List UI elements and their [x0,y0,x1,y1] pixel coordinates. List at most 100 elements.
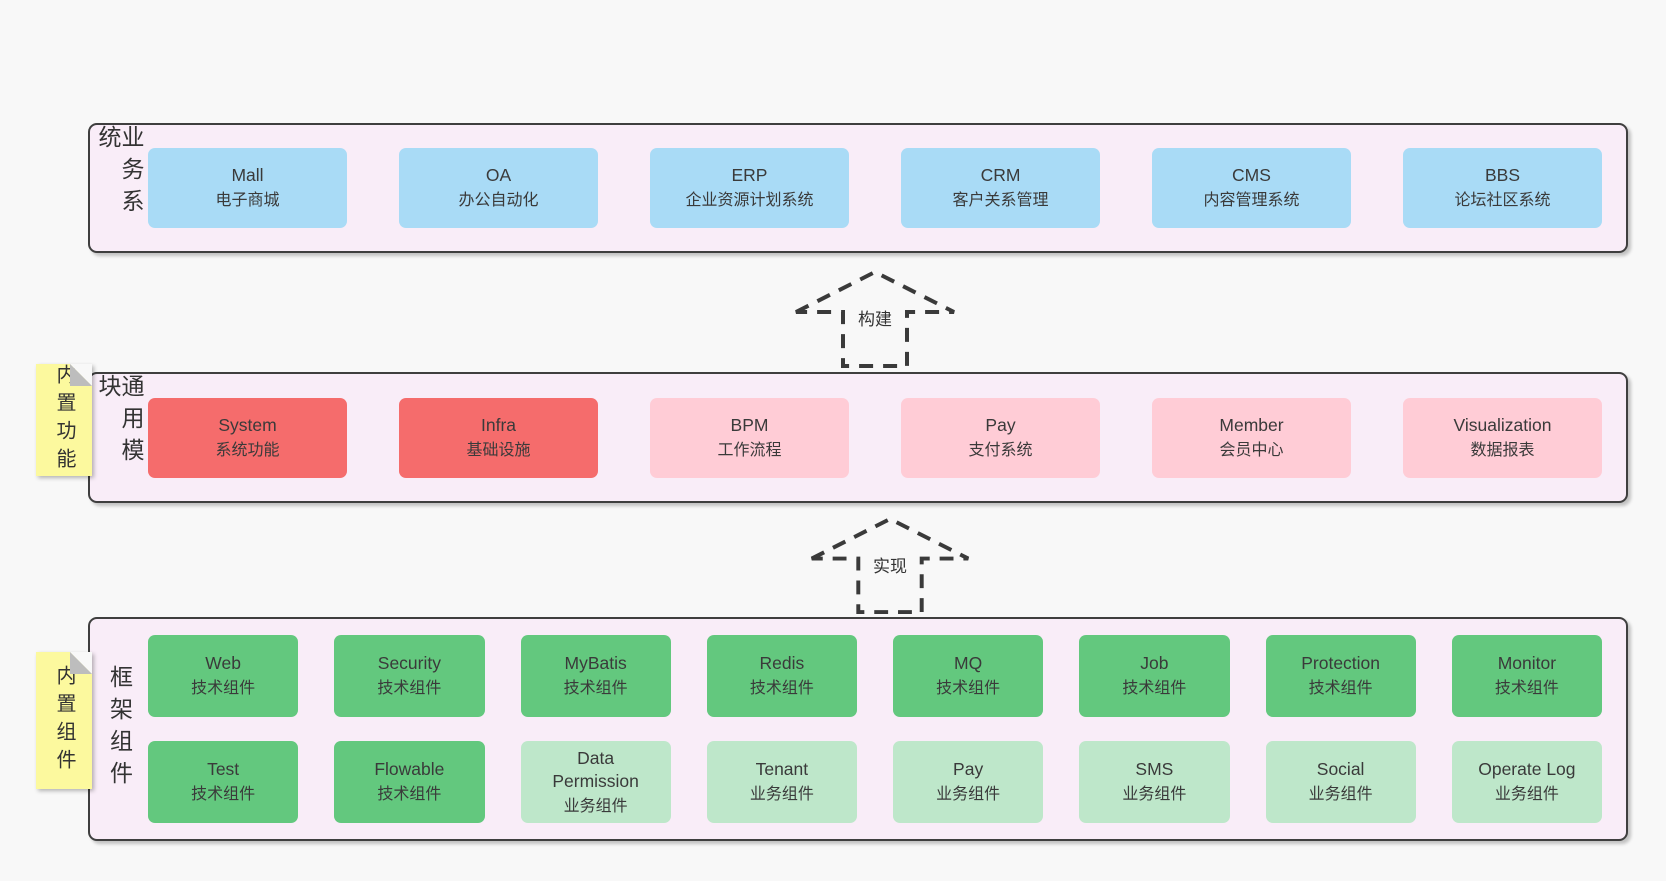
box-data-permission: Data Permission 业务组件 [520,740,671,824]
box-subtitle: 工作流程 [717,441,782,459]
box-crm: CRM 客户关系管理 [901,148,1100,228]
box-subtitle: 技术组件 [191,786,256,804]
box-security: Security 技术组件 [334,634,485,717]
box-subtitle: 基础设施 [466,441,531,459]
layer-label-text: 框架组件 [106,665,133,793]
box-cms: CMS 内容管理系统 [1152,148,1351,228]
box-operate-log: Operate Log 业务组件 [1451,740,1602,824]
box-subtitle: 内容管理系统 [1203,192,1300,210]
box-name: Test [207,759,240,780]
box-member: Member 会员中心 [1152,397,1351,478]
layer-label-framework-components: 框架组件 [90,619,148,839]
box-mybatis: MyBatis 技术组件 [520,634,671,717]
layer-common-modules: 通用模块 System 系统功能 Infra 基础设施 BPM 工作流程 Pay… [88,372,1628,503]
box-subtitle: 技术组件 [1308,679,1373,697]
box-web: Web 技术组件 [148,634,299,717]
box-name: Member [1219,414,1284,435]
box-name: MQ [954,652,983,673]
box-subtitle: 业务组件 [749,786,814,804]
box-subtitle: 数据报表 [1470,441,1535,459]
sticky-note-built-in-features: 内置功能 [36,364,92,476]
box-redis: Redis 技术组件 [706,634,857,717]
box-bbs: BBS 论坛社区系统 [1403,148,1602,228]
box-subtitle: 技术组件 [563,679,628,697]
box-name: Tenant [755,759,809,780]
box-subtitle: 技术组件 [377,679,442,697]
box-subtitle: 业务组件 [936,786,1001,804]
box-name: ERP [731,165,768,186]
box-subtitle: 业务组件 [1494,786,1559,804]
box-subtitle: 技术组件 [749,679,814,697]
box-subtitle: 技术组件 [377,786,442,804]
box-name: Security [377,652,441,673]
box-subtitle: 技术组件 [936,679,1001,697]
sticky-note-text: 内置组件 [53,664,75,777]
box-name: Pay [953,759,984,780]
dashed-up-arrow-icon [795,269,955,368]
box-flowable: Flowable 技术组件 [334,740,485,824]
common-modules-row: System 系统功能 Infra 基础设施 BPM 工作流程 Pay 支付系统… [148,374,1626,501]
box-system: System 系统功能 [148,397,347,478]
box-subtitle: 办公自动化 [458,192,539,210]
box-name: Infra [480,414,517,435]
box-subtitle: 支付系统 [968,441,1033,459]
box-mall: Mall 电子商城 [148,148,347,228]
layer-label-text: 业务系统 [95,125,144,221]
box-name: Monitor [1497,652,1557,673]
box-test: Test 技术组件 [148,740,299,824]
sticky-note-built-in-components: 内置组件 [36,652,92,789]
box-name: Web [205,652,241,673]
box-name: Operate Log [1478,759,1576,780]
box-subtitle: 业务组件 [563,797,628,815]
box-name: Job [1140,652,1169,673]
box-name: SMS [1135,759,1174,780]
box-name: BPM [730,414,769,435]
box-mq: MQ 技术组件 [893,634,1044,717]
box-visualization: Visualization 数据报表 [1403,397,1602,478]
box-name: Pay [985,414,1016,435]
box-oa: OA 办公自动化 [399,148,598,228]
layer-framework-components: 框架组件 Web 技术组件 Security 技术组件 MyBatis 技术组件… [88,617,1628,841]
box-name: System [218,414,277,435]
box-name: CRM [980,165,1021,186]
box-subtitle: 客户关系管理 [952,192,1049,210]
box-subtitle: 电子商城 [215,192,280,210]
framework-components-row-1: Web 技术组件 Security 技术组件 MyBatis 技术组件 Redi… [148,634,1602,717]
box-name: OA [485,165,512,186]
box-subtitle: 业务组件 [1122,786,1187,804]
box-name: Flowable [374,759,445,780]
sticky-note-text: 内置功能 [53,364,75,476]
framework-components-row-2: Test 技术组件 Flowable 技术组件 Data Permission … [148,740,1602,824]
layer-label-common-modules: 通用模块 [90,374,148,501]
box-name: Mall [231,165,264,186]
layer-label-text: 通用模块 [95,374,144,470]
implement-arrow: 实现 [805,513,975,617]
box-protection: Protection 技术组件 [1265,634,1416,717]
box-monitor: Monitor 技术组件 [1451,634,1602,717]
box-subtitle: 技术组件 [1122,679,1187,697]
box-name: CMS [1232,165,1271,186]
box-name: BBS [1484,165,1521,186]
business-systems-row: Mall 电子商城 OA 办公自动化 ERP 企业资源计划系统 CRM 客户关系… [148,125,1626,251]
box-tenant: Tenant 业务组件 [706,740,857,824]
box-name: Protection [1301,652,1381,673]
box-subtitle: 业务组件 [1308,786,1373,804]
box-name: Data Permission [552,747,639,792]
box-subtitle: 企业资源计划系统 [685,192,814,210]
box-social: Social 业务组件 [1265,740,1416,824]
layer-business-systems: 业务系统 Mall 电子商城 OA 办公自动化 ERP 企业资源计划系统 CRM… [88,123,1628,253]
dashed-up-arrow-icon [810,516,970,615]
box-sms: SMS 业务组件 [1079,740,1230,824]
box-pay-module: Pay 支付系统 [901,397,1100,478]
box-subtitle: 技术组件 [191,679,256,697]
box-infra: Infra 基础设施 [399,397,598,478]
layer-label-business-systems: 业务系统 [90,125,148,251]
arrow-label-implement: 实现 [869,551,911,578]
box-subtitle: 会员中心 [1219,441,1284,459]
framework-components-grid: Web 技术组件 Security 技术组件 MyBatis 技术组件 Redi… [148,619,1626,839]
box-bpm: BPM 工作流程 [650,397,849,478]
box-name: Social [1316,759,1365,780]
box-erp: ERP 企业资源计划系统 [650,148,849,228]
box-subtitle: 技术组件 [1494,679,1559,697]
